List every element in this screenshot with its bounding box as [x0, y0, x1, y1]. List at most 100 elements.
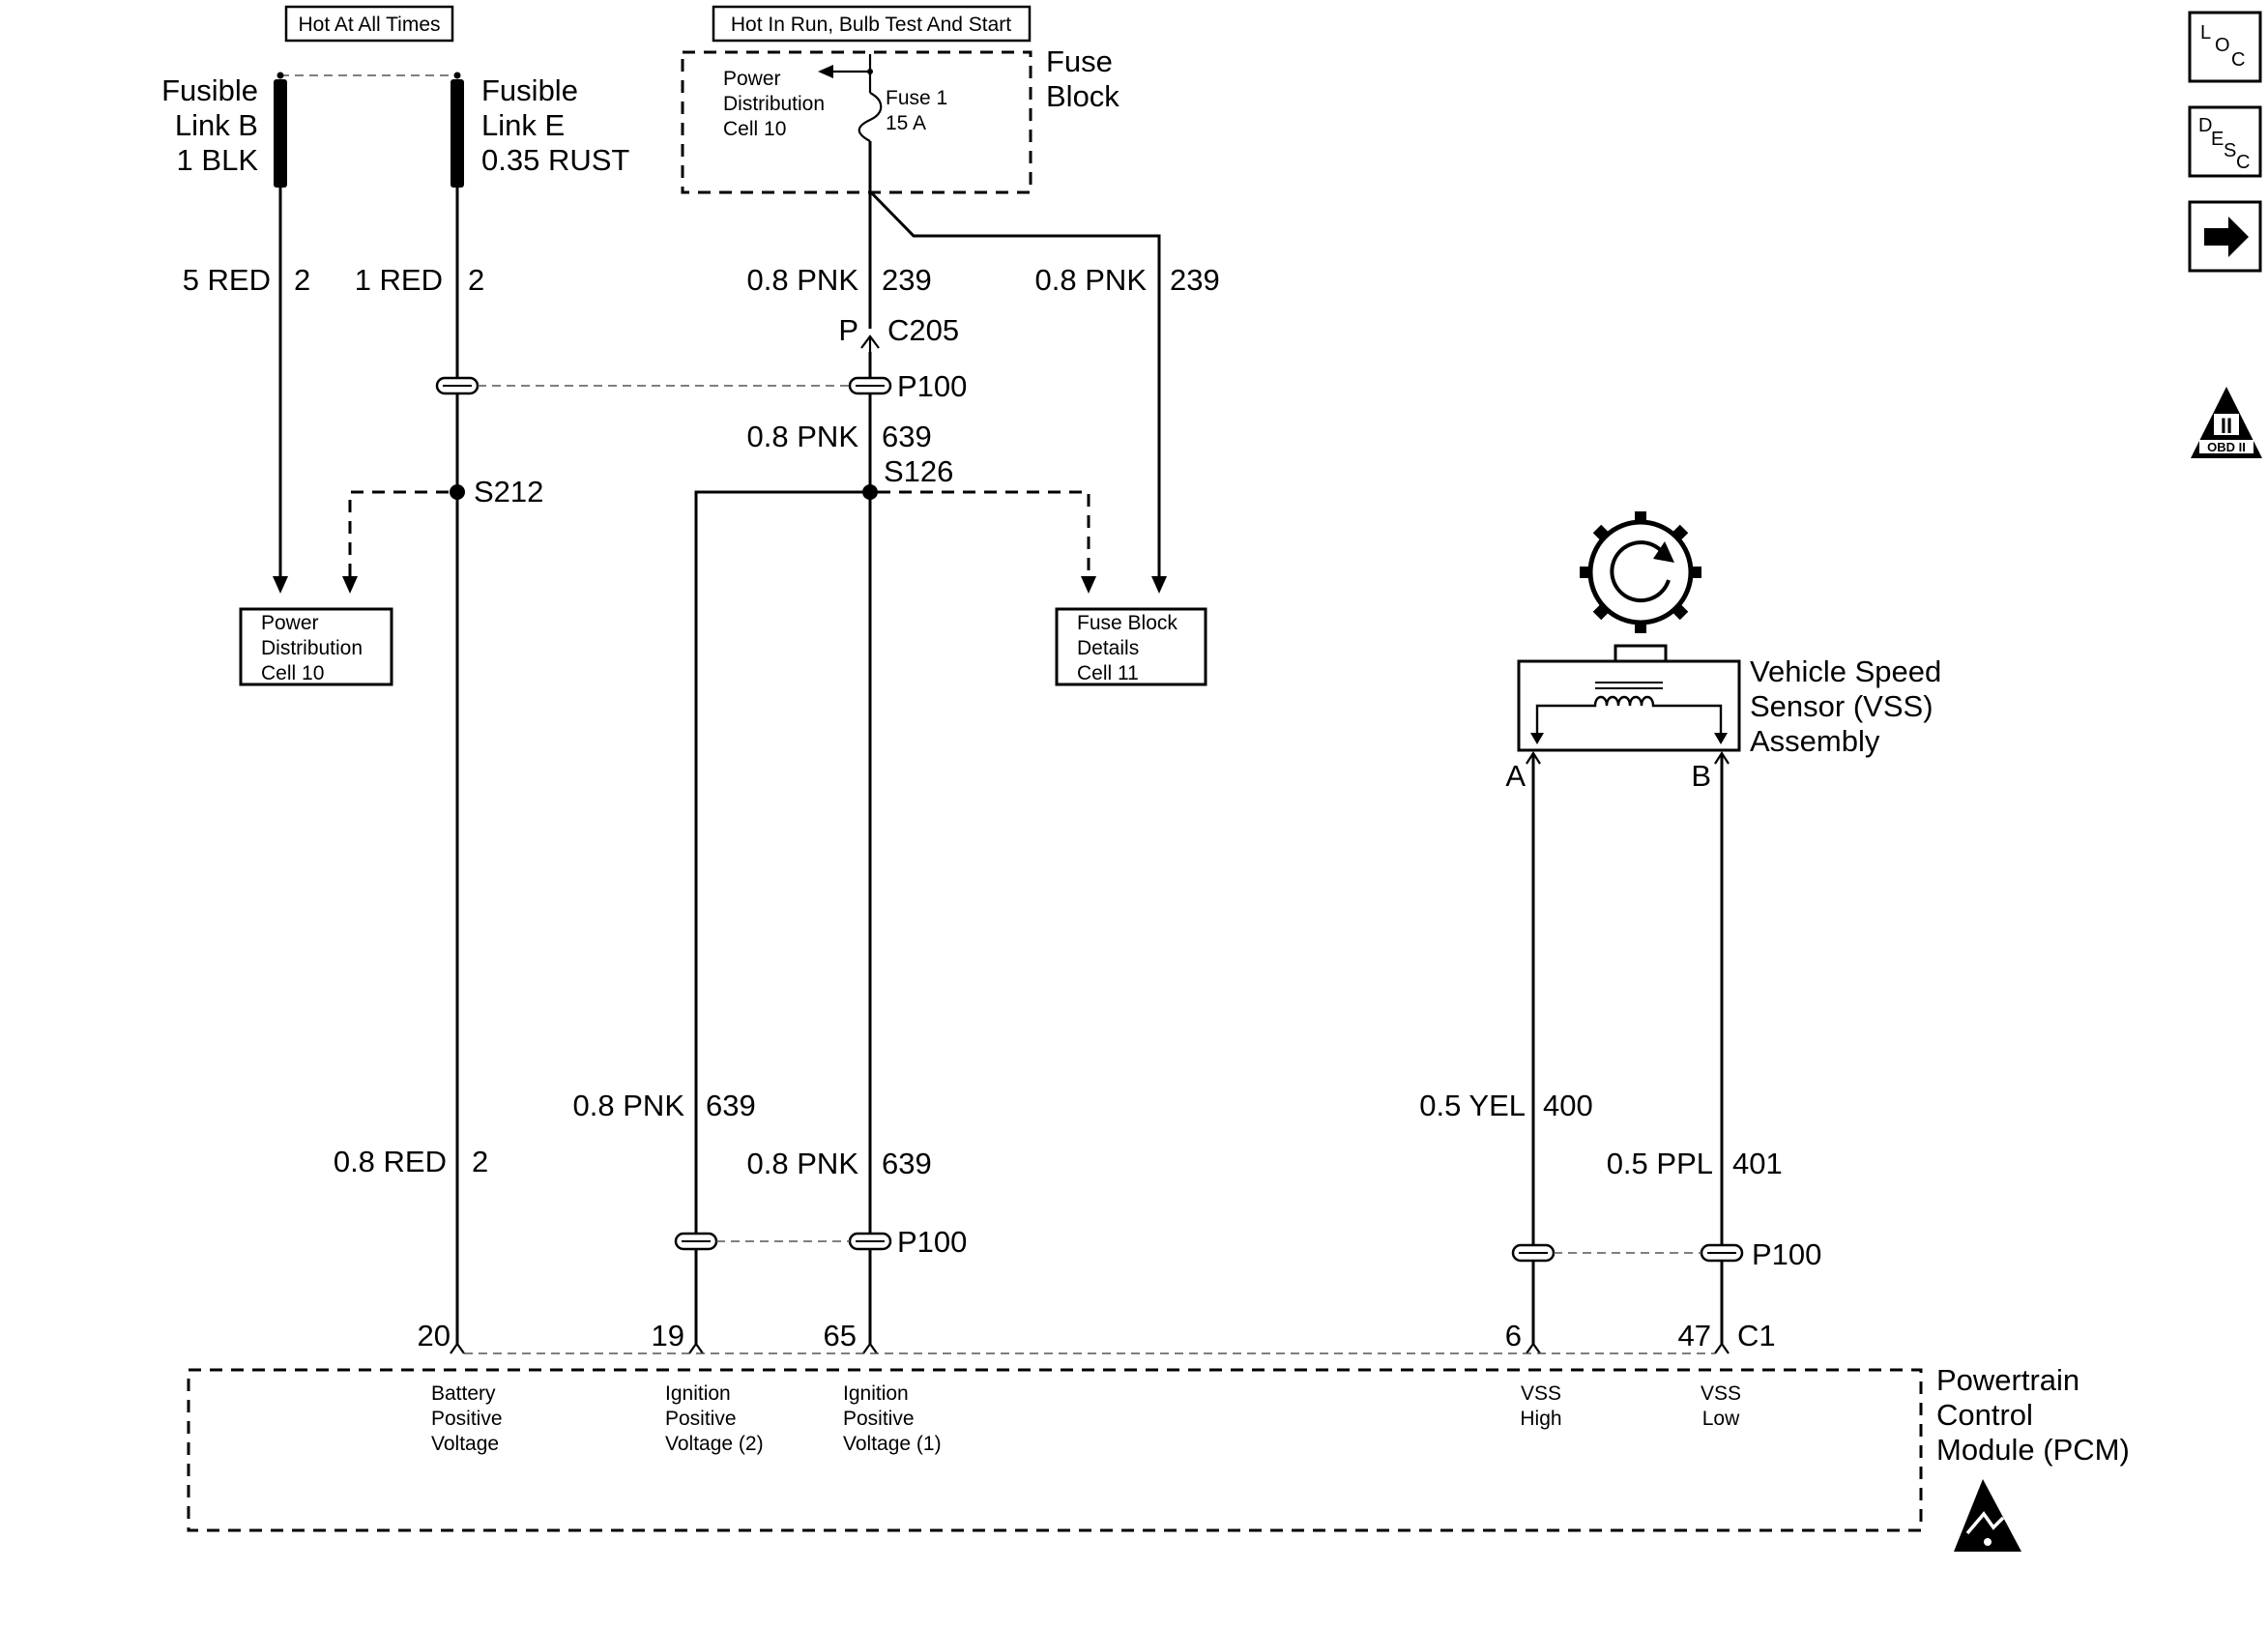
- wire-pnk-639-left: [694, 490, 862, 1344]
- loc-icon-l: L: [2200, 22, 2211, 44]
- connector-c1-label: C1: [1737, 1319, 1776, 1352]
- wire-pnk-239-b-label: 0.8 PNK: [1035, 263, 1148, 297]
- header-hot-in-run: Hot In Run, Bulb Test And Start: [712, 5, 1032, 43]
- wire-ppl-label: 0.5 PPL: [1607, 1147, 1713, 1180]
- pcm-pin-19-label-3: Voltage (2): [665, 1433, 764, 1455]
- fuse-1-label-line1: Fuse 1: [886, 87, 947, 109]
- obd-icon-label: OBD II: [2207, 440, 2246, 454]
- wire-pnk-639-top-circuit: 639: [882, 420, 932, 453]
- connector-p100-mid: P100: [674, 1225, 967, 1259]
- wire-pnk-639-left-circuit: 639: [706, 1089, 756, 1122]
- connector-c205-label: C205: [887, 313, 959, 347]
- splice-s126: S126: [862, 454, 1096, 594]
- wire-pnk-239-a-circuit: 239: [882, 263, 932, 297]
- wire-pnk-639-top-label: 0.8 PNK: [747, 420, 859, 453]
- fusible-link-e-line2: Link E: [481, 108, 565, 142]
- wire-red-08-label: 0.8 RED: [334, 1145, 447, 1178]
- ref-power-distribution-line1: Power: [261, 612, 319, 634]
- fuse-block-inner-line1: Power: [723, 68, 781, 90]
- wire-5red-circuit: 2: [294, 263, 310, 297]
- pcm-pin-20-label-2: Positive: [431, 1408, 503, 1430]
- wire-1red-label: 1 RED: [355, 263, 443, 297]
- arrow-right-icon[interactable]: [2188, 200, 2262, 273]
- wire-yel-label: 0.5 YEL: [1419, 1089, 1526, 1122]
- pcm-pin-6-label-1: VSS: [1521, 1382, 1561, 1405]
- fuse-block-label-line1: Fuse: [1046, 44, 1113, 78]
- wire-pnk-639-right-circuit: 639: [882, 1147, 932, 1180]
- wire-1red-circuit: 2: [468, 263, 484, 297]
- ref-power-distribution-line3: Cell 10: [261, 662, 324, 684]
- fuse-1-symbol: [858, 92, 883, 142]
- header-hot-in-run-label: Hot In Run, Bulb Test And Start: [731, 14, 1011, 36]
- wire-pnk-639-left-label: 0.8 PNK: [573, 1089, 685, 1122]
- wire-pnk-239-a-label: 0.8 PNK: [747, 263, 859, 297]
- wire-pnk-239-branch: [868, 189, 1161, 578]
- ref-fuse-block-details-line3: Cell 11: [1077, 662, 1139, 684]
- pcm-pin-65-label-2: Positive: [843, 1408, 915, 1430]
- pcm-pin-19: 19: [652, 1319, 684, 1352]
- loc-icon-o: O: [2215, 35, 2230, 56]
- desc-icon-e: E: [2211, 129, 2224, 150]
- pcm-module: Powertrain Control Module (PCM) Battery …: [187, 1363, 2130, 1532]
- vss-pin-b: B: [1691, 759, 1711, 793]
- pcm-pin-19-label-2: Positive: [665, 1408, 737, 1430]
- pcm-label-line1: Powertrain: [1936, 1363, 2079, 1397]
- fusible-link-b-line1: Fusible: [161, 73, 258, 107]
- desc-icon-d: D: [2198, 115, 2212, 136]
- pcm-pin-47-label-2: Low: [1702, 1408, 1740, 1430]
- fuse-1-label-line2: 15 A: [886, 112, 926, 134]
- wire-red-08-circuit: 2: [472, 1145, 488, 1178]
- ref-fuse-block-details-cell-11[interactable]: Fuse Block Details Cell 11: [1055, 607, 1207, 686]
- ref-fuse-block-details-line1: Fuse Block: [1077, 612, 1178, 634]
- loc-icon-c: C: [2231, 49, 2245, 71]
- connector-p100-mid-label: P100: [897, 1225, 967, 1259]
- wire-pnk-239-b-circuit: 239: [1170, 263, 1220, 297]
- fusible-link-e: Fusible Link E 0.35 RUST: [451, 73, 629, 188]
- splice-s212: S212: [342, 475, 543, 594]
- reluctor-wheel-icon: [1580, 511, 1701, 633]
- splice-s212-label: S212: [474, 475, 543, 509]
- fuse-block-label-line2: Block: [1046, 79, 1119, 113]
- pcm-pin-47: 47: [1678, 1319, 1711, 1352]
- desc-icon[interactable]: D E S C: [2188, 105, 2262, 178]
- pcm-pin-47-label-1: VSS: [1701, 1382, 1741, 1405]
- desc-icon-s: S: [2224, 140, 2236, 161]
- fusible-link-e-line1: Fusible: [481, 73, 578, 107]
- pcm-pin-19-label-1: Ignition: [665, 1382, 731, 1405]
- header-hot-at-all-times-label: Hot At All Times: [298, 14, 440, 36]
- esd-warning-icon: [1954, 1479, 2021, 1552]
- connector-p100-right: P100: [1511, 1237, 1821, 1271]
- fuse-block-inner-line3: Cell 10: [723, 118, 786, 140]
- connector-c205-pin: P: [838, 313, 858, 347]
- wire-ppl-circuit: 401: [1732, 1147, 1783, 1180]
- fusible-link-b-line3: 1 BLK: [177, 143, 259, 177]
- pcm-pin-65-label-1: Ignition: [843, 1382, 909, 1405]
- ref-fuse-block-details-line2: Details: [1077, 637, 1139, 659]
- wire-yel-circuit: 400: [1543, 1089, 1593, 1122]
- pcm-pin-65-label-3: Voltage (1): [843, 1433, 942, 1455]
- fusible-link-b-line2: Link B: [175, 108, 258, 142]
- obd-icon-roman: II: [2221, 414, 2232, 438]
- splice-s126-label: S126: [884, 454, 953, 488]
- vss-label-line1: Vehicle Speed: [1750, 654, 1941, 688]
- fusible-link-b: Fusible Link B 1 BLK: [161, 73, 287, 188]
- vss-assembly: Vehicle Speed Sensor (VSS) Assembly: [1517, 511, 1941, 758]
- loc-icon[interactable]: L O C: [2188, 11, 2262, 83]
- fuse-block-inner-line2: Distribution: [723, 93, 825, 115]
- obd-ii-icon[interactable]: II OBD II: [2191, 387, 2262, 458]
- header-hot-at-all-times: Hot At All Times: [284, 5, 454, 43]
- connector-c205: P C205: [838, 313, 959, 352]
- ref-power-distribution-cell-10[interactable]: Power Distribution Cell 10: [239, 607, 393, 686]
- pcm-label-line2: Control: [1936, 1398, 2033, 1432]
- pcm-pin-20-label-3: Voltage: [431, 1433, 499, 1455]
- pcm-pin-20-label-1: Battery: [431, 1382, 496, 1405]
- connector-p100-right-label: P100: [1752, 1237, 1821, 1271]
- ref-power-distribution-line2: Distribution: [261, 637, 363, 659]
- pcm-pin-6: 6: [1505, 1319, 1522, 1352]
- vss-label-line2: Sensor (VSS): [1750, 689, 1934, 723]
- wire-5red-label: 5 RED: [183, 263, 271, 297]
- desc-icon-c: C: [2236, 152, 2250, 173]
- pcm-label-line3: Module (PCM): [1936, 1433, 2130, 1467]
- wire-pnk-639-right-label: 0.8 PNK: [747, 1147, 859, 1180]
